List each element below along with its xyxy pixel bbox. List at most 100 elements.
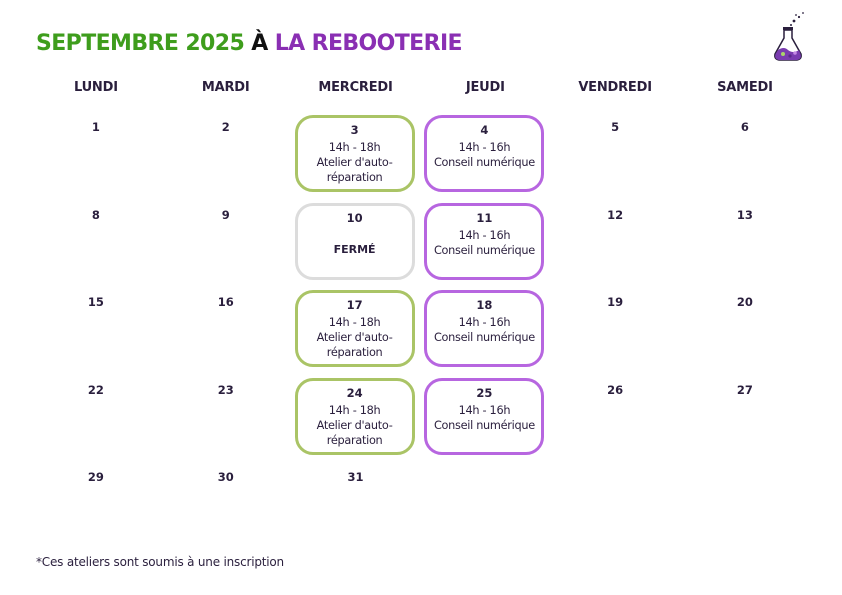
- event-line: 14h - 16h: [458, 316, 511, 329]
- event-line: réparation: [326, 346, 383, 359]
- flask-logo-icon: [774, 12, 804, 61]
- day-number: 6: [740, 120, 749, 134]
- event-line: 14h - 18h: [328, 316, 381, 329]
- weekday-header: JEUDI: [465, 80, 505, 95]
- calendar-day: 22: [31, 375, 161, 463]
- event-line: Atelier d'auto-: [316, 418, 393, 432]
- calendar-day: 29: [31, 462, 161, 550]
- calendar-day: 2: [161, 112, 291, 200]
- day-number: 2: [221, 120, 230, 134]
- title-venue: LA REBOOTERIE: [274, 31, 463, 56]
- day-number: 27: [736, 382, 753, 397]
- calendar-day: 27: [680, 375, 810, 463]
- day-number: 10: [346, 210, 363, 225]
- event-line: Conseil numérique: [433, 243, 535, 257]
- calendar-day: 16: [161, 287, 291, 375]
- calendar-day: 12: [550, 200, 680, 288]
- calendar-day: 30: [161, 462, 291, 550]
- calendar-day: 15: [31, 287, 161, 375]
- day-number: 3: [350, 123, 359, 137]
- day-number: 8: [91, 207, 100, 222]
- page-title: SEPTEMBRE 2025 À LA REBOOTERIE: [36, 28, 463, 60]
- day-number: 30: [217, 470, 234, 484]
- weekday-header: MERCREDI: [318, 80, 393, 95]
- weekday-header: MARDI: [201, 80, 250, 95]
- calendar-day: 31: [291, 462, 421, 550]
- day-number: 23: [217, 382, 234, 397]
- event-line: Conseil numérique: [433, 418, 535, 432]
- title-month: SEPTEMBRE 2025: [36, 31, 245, 56]
- event-line: 14h - 16h: [458, 228, 511, 242]
- day-number: 26: [607, 382, 624, 397]
- weekday-header: LUNDI: [73, 80, 118, 95]
- event-line: Atelier d'auto-: [316, 331, 393, 344]
- day-number: 25: [476, 385, 493, 400]
- event-line: 14h - 18h: [328, 141, 381, 154]
- event-line: Conseil numérique: [433, 331, 535, 344]
- day-number: 22: [87, 382, 104, 397]
- day-number: 24: [346, 385, 363, 400]
- calendar-day: 9: [161, 200, 291, 288]
- footnote: *Ces ateliers sont soumis à une inscript…: [36, 555, 284, 569]
- title-preposition: À: [251, 31, 268, 56]
- calendar-day: 8: [31, 200, 161, 288]
- closed-label: FERMÉ: [333, 242, 376, 256]
- day-number: 12: [607, 207, 624, 222]
- event-line: 14h - 18h: [328, 403, 381, 417]
- calendar-day: 23: [161, 375, 291, 463]
- weekday-header: VENDREDI: [578, 80, 652, 95]
- event-line: réparation: [326, 433, 383, 447]
- event-line: Atelier d'auto-: [316, 156, 393, 169]
- calendar-day: 20: [680, 287, 810, 375]
- weekday-header-row: LUNDI MARDI MERCREDI JEUDI VENDREDI SAMEDI: [31, 80, 810, 100]
- calendar-day: 5: [550, 112, 680, 200]
- calendar-day: 6: [680, 112, 810, 200]
- day-number: 20: [736, 295, 753, 309]
- event-line: Conseil numérique: [433, 156, 535, 169]
- weekday-header: SAMEDI: [717, 80, 773, 95]
- day-number: 11: [476, 210, 493, 225]
- calendar-day: 13: [680, 200, 810, 288]
- day-number: 19: [607, 295, 624, 309]
- day-number: 1: [91, 120, 100, 134]
- day-number: 18: [476, 298, 493, 312]
- day-number: 5: [611, 120, 620, 134]
- calendar-day: 19: [550, 287, 680, 375]
- calendar-day: 1: [31, 112, 161, 200]
- day-number: 4: [480, 123, 489, 137]
- day-number: 16: [217, 295, 234, 309]
- event-line: 14h - 16h: [458, 403, 511, 417]
- day-number: 9: [221, 207, 230, 222]
- calendar-day: 26: [550, 375, 680, 463]
- day-number: 15: [87, 295, 104, 309]
- day-number: 17: [346, 298, 363, 312]
- day-number: 31: [347, 470, 364, 484]
- event-line: 14h - 16h: [458, 141, 511, 154]
- event-line: réparation: [326, 171, 383, 184]
- day-number: 13: [736, 207, 753, 222]
- day-number: 29: [87, 470, 104, 484]
